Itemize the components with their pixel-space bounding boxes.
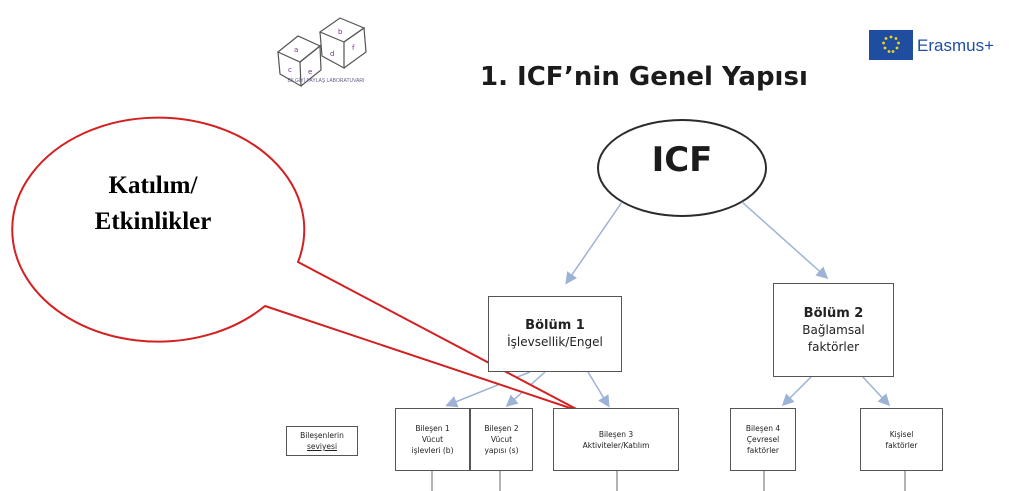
- logo-dice: a c e b d f: [276, 17, 367, 88]
- part2-heading: Bölüm 2: [803, 305, 864, 321]
- component5-line2: faktörler: [885, 440, 918, 450]
- arrow-part1-to-component3: [587, 371, 610, 408]
- eu-flag-icon: [869, 30, 913, 60]
- component4-line2: Çevresel: [746, 435, 780, 444]
- component4-line3: faktörler: [747, 446, 779, 455]
- svg-text:d: d: [330, 50, 334, 58]
- component5-box: Kişisel faktörler: [860, 408, 943, 471]
- svg-text:f: f: [352, 44, 355, 52]
- svg-text:e: e: [308, 68, 312, 76]
- part1-subtitle: İşlevsellik/Engel: [507, 335, 603, 349]
- svg-text:a: a: [294, 46, 298, 54]
- part2-subtitle-line2: faktörler: [807, 339, 860, 354]
- component3-line2: Aktiviteler/Katılım: [582, 440, 650, 450]
- levels-label-box: Bileşenlerin seviyesi: [286, 426, 358, 456]
- component1-line2: Vücut: [421, 435, 444, 444]
- component1-line3: işlevleri (b): [411, 446, 454, 455]
- icf-root-label: ICF: [651, 140, 713, 180]
- component1-line1: Bileşen 1: [415, 424, 450, 433]
- part1-heading: Bölüm 1: [525, 318, 585, 333]
- svg-text:c: c: [288, 66, 292, 74]
- arrow-part2-to-component4: [781, 375, 813, 407]
- arrow-icf-to-part1: [565, 201, 623, 285]
- component4-box: Bileşen 4 Çevresel faktörler: [730, 408, 796, 471]
- part2-box: Bölüm 2 Bağlamsal faktörler: [773, 283, 894, 377]
- arrow-icf-to-part2: [741, 201, 829, 279]
- callout-line2: Etkinlikler: [94, 208, 212, 235]
- levels-label-line1: Bileşenlerin: [300, 431, 344, 440]
- part2-subtitle-line1: Bağlamsal: [802, 322, 865, 337]
- component2-box: Bileşen 2 Vücut yapısı (s): [470, 408, 533, 471]
- erasmus-label: Erasmus+: [917, 36, 994, 55]
- part1-box: Bölüm 1 İşlevsellik/Engel: [488, 296, 622, 372]
- component2-line2: Vücut: [490, 435, 513, 444]
- callout-bubble: [11, 116, 583, 413]
- callout-line1: Katılım/: [108, 172, 198, 199]
- component3-box: Bileşen 3 Aktiviteler/Katılım: [553, 408, 679, 471]
- component3-line1: Bileşen 3: [598, 429, 634, 439]
- component5-line1: Kişisel: [889, 429, 914, 439]
- component2-line1: Bileşen 2: [484, 424, 519, 433]
- component4-line1: Bileşen 4: [745, 424, 781, 433]
- arrow-part2-to-component5: [861, 375, 891, 407]
- logo-caption: BİLGİYİ PAYLAŞ LABORATUVARI: [287, 78, 365, 84]
- component1-box: Bileşen 1 Vücut işlevleri (b): [395, 408, 470, 471]
- icf-root-ellipse: [597, 119, 767, 217]
- page-title: 1. ICF’nin Genel Yapısı: [480, 62, 808, 92]
- svg-text:b: b: [338, 28, 343, 36]
- component2-line3: yapısı (s): [484, 446, 519, 455]
- callout-text: Katılım/ Etkinlikler: [60, 168, 246, 240]
- levels-label-line2: seviyesi: [306, 442, 338, 451]
